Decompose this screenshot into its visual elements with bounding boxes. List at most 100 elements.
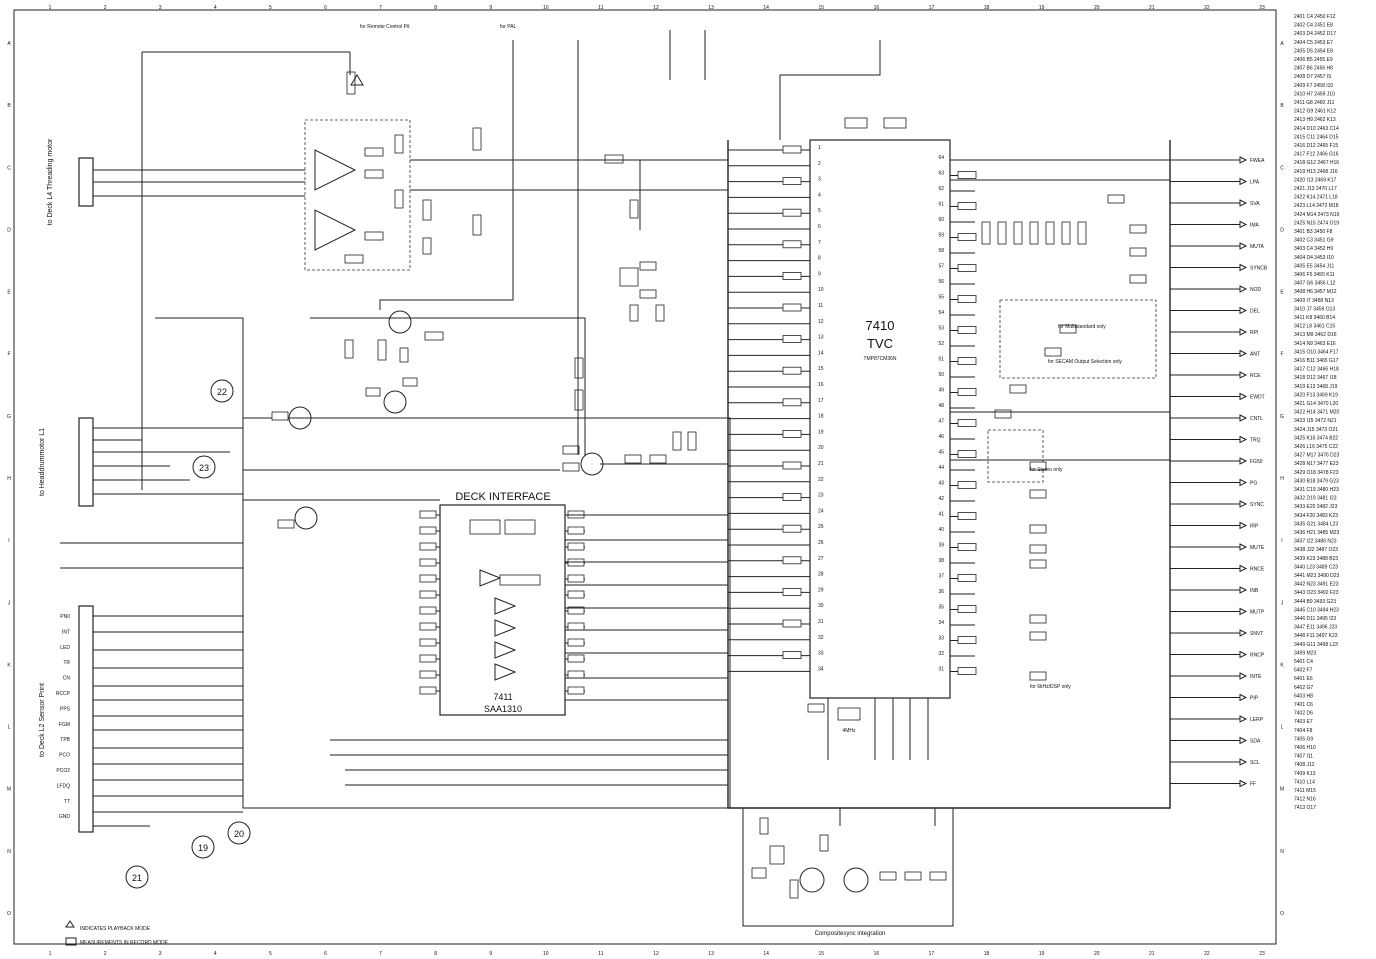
- connector-threading[interactable]: to Deck L4 Threading motor: [47, 138, 94, 225]
- deck-interface-block[interactable]: DECK INTERFACE 7411 SAA1310: [242, 417, 731, 809]
- sensor-pin-label: TR: [63, 660, 70, 666]
- grid-column-label: 17: [929, 951, 935, 957]
- composite-sync-block[interactable]: Compositesync integration: [742, 807, 954, 937]
- sensor-pin-label: PN0: [60, 614, 70, 620]
- grid-row-label: H: [1280, 476, 1284, 482]
- deck-pin-resistor: [567, 622, 585, 631]
- tvc-right-pin-number: 62: [938, 186, 944, 192]
- output-arrow: [1239, 564, 1248, 573]
- output-pin-label: FG50: [1250, 459, 1263, 465]
- tvc-series-resistor: [782, 429, 802, 438]
- deck-pin-resistor: [419, 686, 437, 695]
- headdrum-driver-transistors[interactable]: [271, 310, 697, 530]
- output-arrow: [1239, 607, 1248, 616]
- parts-list-entry: 3421 G14 3470 L20: [1294, 401, 1338, 407]
- parts-list-entry: 3439 K23 3488 B23: [1294, 556, 1338, 562]
- tvc-left-pin-number: 21: [818, 461, 824, 467]
- parts-list-entry: 3448 F11 3497 K23: [1294, 633, 1338, 639]
- threading-driver[interactable]: [304, 71, 482, 271]
- tvc-right-pin-number: 36: [938, 589, 944, 595]
- tvc-right-pin-number: 49: [938, 388, 944, 394]
- grid-row-label: I: [1281, 538, 1282, 544]
- tvc-series-resistor: [782, 366, 802, 375]
- grid-column-label: 13: [708, 5, 714, 11]
- parts-list-entry: 3423 I15 3472 N21: [1294, 418, 1337, 424]
- output-arrow: [1239, 242, 1248, 250]
- tvc-right-pin-number: 35: [938, 605, 944, 611]
- tvc-right-pin-number: 51: [938, 357, 944, 363]
- parts-list-entry: 2409 F7 2458 I10: [1294, 83, 1333, 89]
- tvc-series-resistor: [957, 388, 977, 396]
- output-pin-label: RNCE: [1250, 567, 1265, 573]
- parts-list-entry: 5402 F7: [1294, 668, 1313, 674]
- output-pin-label: IRP: [1250, 524, 1259, 530]
- tvc-left-pin-number: 26: [818, 540, 824, 546]
- grid-column-label: 19: [1039, 951, 1045, 957]
- parts-list-entry: 2425 N15 2474 O19: [1294, 220, 1339, 226]
- parts-list-entry: 2402 C4 2451 E8: [1294, 23, 1333, 29]
- parts-list-entry: 5401 C4: [1294, 659, 1313, 665]
- sensor-pin-label: FGM: [59, 722, 70, 728]
- tvc-left-pin-number: 15: [818, 366, 824, 372]
- tvc-series-resistor: [957, 636, 977, 644]
- parts-list-entry: 2418 G12 2467 H16: [1294, 160, 1339, 166]
- output-pin-label: SYNC: [1250, 502, 1264, 508]
- grid-row-label: M: [7, 787, 11, 793]
- grid-row-label: I: [8, 538, 9, 544]
- tvc-right-pin-number: 39: [938, 543, 944, 549]
- parts-list-entry: 3409 I7 3458 N13: [1294, 298, 1334, 304]
- grid-column-label: 14: [763, 951, 769, 957]
- tvc-series-resistor: [957, 326, 977, 334]
- tvc-left-pin-number: 22: [818, 477, 824, 483]
- tvc-left-pin-number: 11: [818, 303, 823, 309]
- parts-list-entry: 3422 H14 3471 M20: [1294, 410, 1340, 416]
- grid-row-label: N: [7, 849, 11, 855]
- connector-sensor[interactable]: to Deck L2 Sensor Print: [39, 605, 94, 833]
- tvc-right-pin-number: 48: [938, 403, 944, 409]
- parts-list-entry: 7412 N16: [1294, 797, 1316, 803]
- parts-list-entry: 3425 K16 3474 B22: [1294, 435, 1338, 441]
- tvc-right-pin-number: 55: [938, 295, 944, 301]
- sensor-connector-label: to Deck L2 Sensor Print: [39, 683, 46, 757]
- grid-row-label: B: [1280, 103, 1284, 109]
- tvc-left-pin-number: 12: [818, 319, 824, 325]
- grid-row-label: G: [1280, 414, 1284, 420]
- ic-7410-tvc[interactable]: 7410 TVC TMP87CM36N: [809, 117, 951, 699]
- output-pin-label: CNTL: [1250, 416, 1263, 422]
- tvc-right-pin-number: 54: [938, 310, 944, 316]
- sensor-pin-label: PPS: [60, 706, 71, 712]
- grid-column-label: 1: [49, 951, 52, 957]
- parts-list-entry: 2406 B5 2455 E9: [1294, 57, 1333, 63]
- parts-list-entry: 3402 C3 3451 G9: [1294, 238, 1334, 244]
- grid-column-label: 8: [434, 5, 437, 11]
- parts-list-entry: 3441 M23 3490 D23: [1294, 573, 1340, 579]
- grid-column-label: 14: [763, 5, 769, 11]
- sensor-pin-label: PCO: [59, 753, 70, 759]
- output-pin-label: FF: [1250, 782, 1256, 788]
- callout-marker-circle: [125, 865, 149, 889]
- deck-pin-resistor: [419, 654, 437, 663]
- tvc-left-pin-number: 18: [818, 414, 824, 420]
- deck-pin-resistor: [419, 622, 437, 631]
- grid-column-label: 21: [1149, 5, 1155, 11]
- output-pin-label: PIP: [1250, 696, 1259, 702]
- tvc-pullup-network: [981, 194, 1157, 681]
- grid-column-label: 4: [214, 5, 217, 11]
- output-arrow: [1239, 758, 1248, 766]
- threading-connector-label: to Deck L4 Threading motor: [47, 138, 54, 225]
- output-arrow: [1239, 414, 1248, 422]
- parts-list-entry: 2424 M14 2473 N19: [1294, 212, 1340, 218]
- grid-row-label: M: [1280, 787, 1284, 793]
- parts-list-entry: 3420 F13 3469 K19: [1294, 392, 1338, 398]
- output-arrow: [1239, 693, 1248, 702]
- crystal-oscillator[interactable]: 4MHz: [807, 703, 861, 734]
- connector-headdrum[interactable]: to Headdrummotor L1: [39, 417, 94, 507]
- deck-ic-ref: 7411: [493, 692, 512, 702]
- grid-column-label: 16: [874, 5, 880, 11]
- parts-list-entry: 3446 D11 3495 I23: [1294, 616, 1336, 622]
- parts-list-entry: 7411 M15: [1294, 788, 1316, 794]
- annotation-power: for PAL: [500, 24, 517, 30]
- parts-list-entry: 7408 J12: [1294, 762, 1315, 768]
